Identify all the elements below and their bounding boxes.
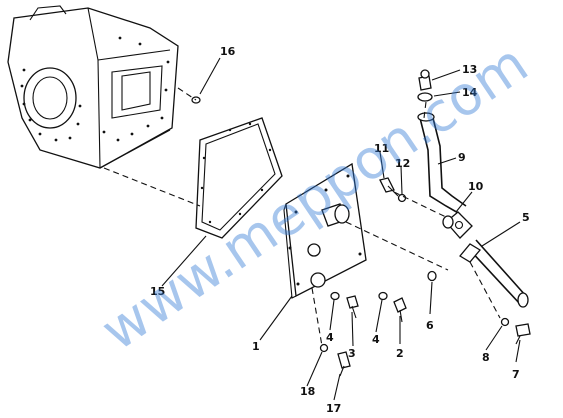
callout-14: 14 [462,86,478,99]
callout-16: 16 [220,45,236,58]
callout-9: 9 [458,151,466,164]
washer [397,193,407,203]
seal-ring [417,92,433,102]
cover-plate [283,162,367,299]
bolt [346,295,359,319]
o-ring [330,291,340,301]
callout-10: 10 [468,180,484,193]
o-ring [442,215,454,229]
callout-18: 18 [300,385,315,398]
callout-7: 7 [512,368,520,381]
callout-2: 2 [396,347,404,360]
bolt [379,177,399,197]
leader-lines [103,57,521,401]
callout-1: 1 [252,340,260,353]
gasket [195,117,283,239]
bolt [515,323,531,345]
callout-13: 13 [462,63,477,76]
callout-5: 5 [522,211,530,224]
callout-4a: 4 [326,331,334,344]
callout-3: 3 [348,347,356,360]
washer [319,343,329,353]
bolt [337,351,351,377]
callout-4b: 4 [372,333,380,346]
o-ring [378,291,388,301]
bolt [393,297,407,323]
suction-tube [459,239,529,308]
callout-6: 6 [426,319,434,332]
o-ring [427,270,437,282]
transmission-case [7,5,179,169]
washer [500,317,510,327]
callout-8: 8 [482,351,490,364]
plug [418,69,432,91]
callout-17: 17 [326,402,341,415]
callout-labels: 1 2 3 4 4 5 6 7 8 9 10 11 12 13 14 15 16… [150,45,530,415]
callout-11: 11 [374,142,389,155]
callout-15: 15 [150,285,165,298]
callout-12: 12 [395,157,410,170]
